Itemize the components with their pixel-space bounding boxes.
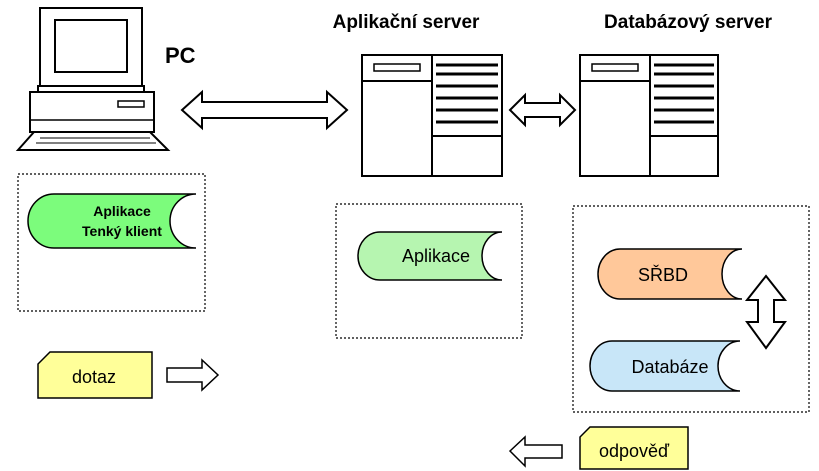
query-label: dotaz bbox=[72, 367, 116, 387]
thin-client-line1: Aplikace bbox=[93, 203, 151, 219]
database-label: Databáze bbox=[631, 357, 708, 377]
response-label: odpověď bbox=[599, 441, 670, 461]
pc-app-double-arrow bbox=[180, 89, 349, 131]
pc-label: PC bbox=[165, 43, 196, 68]
response-arrow bbox=[508, 435, 563, 468]
query-note: dotaz bbox=[37, 351, 153, 399]
dbms-db-double-arrow bbox=[744, 274, 788, 350]
db-server-icon bbox=[579, 54, 719, 177]
query-arrow bbox=[166, 358, 220, 392]
thin-client-line2: Tenký klient bbox=[82, 223, 162, 239]
app-db-double-arrow bbox=[508, 92, 577, 128]
database-scroll: Databáze bbox=[589, 340, 741, 392]
dbms-scroll: SŘBD bbox=[597, 248, 743, 300]
app-server-box bbox=[335, 203, 523, 339]
db-server-box bbox=[572, 205, 810, 413]
thin-client-app: Aplikace Tenký klient bbox=[27, 193, 197, 249]
app-server-icon bbox=[361, 54, 503, 177]
server-app: Aplikace bbox=[357, 231, 503, 281]
dbms-label: SŘBD bbox=[638, 265, 688, 285]
db-server-label: Databázový server bbox=[604, 12, 773, 33]
pc-icon bbox=[15, 7, 171, 151]
app-server-label: Aplikační server bbox=[333, 12, 480, 33]
pc-box bbox=[17, 173, 206, 312]
response-note: odpověď bbox=[579, 426, 689, 470]
server-app-label: Aplikace bbox=[402, 246, 470, 266]
